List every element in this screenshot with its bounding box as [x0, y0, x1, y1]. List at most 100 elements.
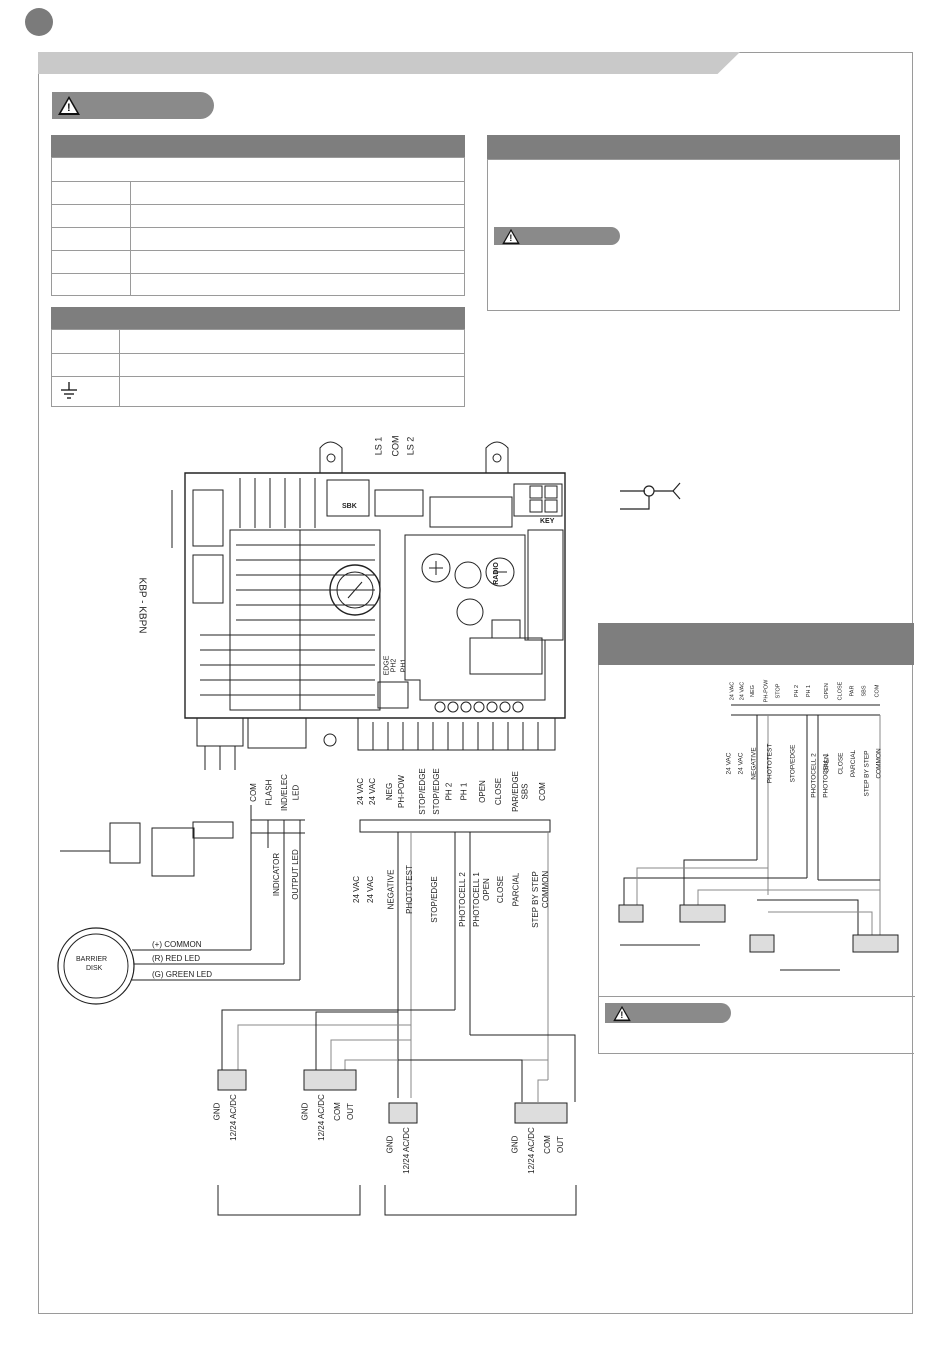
rf-negative: NEGATIVE [386, 869, 396, 910]
mini-f-10: STEP BY STEP [863, 750, 871, 797]
rt-sbs: SBS [520, 783, 530, 800]
mini-t-1: 24 VAC [739, 681, 746, 701]
device-3-labels: GND 12/24 AC/DC [385, 1127, 425, 1178]
d2-com: COM [332, 1102, 342, 1121]
wiring-panel: ! [598, 665, 915, 1054]
left-terminal-labels: COM FLASH IND/ELEC LED [248, 770, 312, 820]
warning-icon: ! [58, 96, 80, 115]
mini-t-8: CLOSE [837, 681, 844, 701]
notes-box: ! [487, 159, 900, 311]
rf-close: CLOSE [496, 875, 506, 904]
device-4-labels: GND 12/24 AC/DC COM OUT [510, 1127, 570, 1178]
mini-t-0: 24 VAC [729, 681, 736, 701]
d1-gnd: GND [212, 1102, 222, 1121]
term-com: COM [248, 783, 258, 802]
mini-t-10: SBS [861, 685, 868, 697]
term-ind-elec: IND/ELEC [279, 774, 289, 811]
table-1 [51, 157, 465, 296]
warning-icon: ! [502, 228, 520, 245]
lead-red: (R) RED LED [152, 954, 201, 963]
mini-f-3: PHOTOTEST [766, 743, 774, 784]
panel-warning-tab: ! [605, 1003, 731, 1023]
rt-24vac-1: 24 VAC [355, 778, 365, 805]
lead-common: (+) COMMON [152, 940, 202, 949]
mini-f-1: 24 VAC [737, 752, 745, 775]
rt-stop-edge-2: STOP/EDGE [431, 768, 441, 815]
output-led-label: OUTPUT LED [290, 849, 300, 900]
ground-icon [61, 382, 77, 399]
mini-f-7: OPEN [823, 754, 831, 773]
rf-24vac-2: 24 VAC [365, 876, 375, 903]
key-label: KEY [540, 518, 555, 525]
mini-f-4: STOP/EDGE [789, 744, 797, 783]
page-number-dot [25, 8, 53, 36]
ls-labels: LS 1 COM LS 2 [373, 431, 439, 471]
radio-label: RADIO [492, 562, 500, 585]
mini-f-0: 24 VAC [725, 752, 733, 775]
rf-open: OPEN [481, 878, 491, 901]
mini-t-4: STOP [775, 683, 782, 699]
disk-label: DISK [86, 965, 103, 972]
d4-com: COM [542, 1135, 552, 1154]
d2-out: OUT [345, 1103, 355, 1120]
dip-ph1-label: PH1 [400, 658, 408, 673]
rt-ph-pow: PH-POW [396, 775, 406, 808]
term-flash: FLASH [264, 779, 274, 806]
term-led: LED [291, 784, 301, 801]
rf-24vac-1: 24 VAC [351, 876, 361, 903]
notes-warning-tab: ! [494, 227, 620, 245]
ls1-label: LS 1 [373, 436, 384, 456]
d1-power: 12/24 AC/DC [228, 1094, 238, 1141]
mini-f-9: PARCIAL [850, 749, 858, 778]
wiring-panel-header [598, 623, 914, 665]
rt-neg: NEG [385, 782, 395, 801]
rt-open: OPEN [477, 780, 487, 803]
mini-function-labels: 24 VAC 24 VAC NEGATIVE PHOTOTEST STOP/ED… [718, 744, 888, 800]
mini-f-5: PHOTOCELL 2 [810, 753, 818, 798]
mini-t-3: PH-POW [763, 679, 770, 703]
section-title-bar [38, 52, 740, 74]
kbp-label: KBP - KBPN [136, 577, 148, 634]
rf-parcial: PARCIAL [511, 872, 521, 907]
rf-phototest: PHOTOTEST [404, 865, 414, 914]
d2-gnd: GND [300, 1102, 310, 1121]
lead-green: (G) GREEN LED [152, 970, 213, 979]
ls2-label: LS 2 [405, 436, 416, 456]
notes-header [487, 135, 900, 159]
d4-gnd: GND [510, 1135, 520, 1154]
warning-tab: ! [52, 92, 214, 119]
rt-ph1: PH 1 [459, 782, 469, 801]
ls-com-label: COM [390, 435, 401, 457]
mini-t-5: PH 2 [794, 684, 801, 698]
mini-f-2: NEGATIVE [750, 747, 758, 780]
d3-gnd: GND [385, 1135, 395, 1154]
rt-24vac-2: 24 VAC [367, 778, 377, 805]
d3-power: 12/24 AC/DC [401, 1127, 411, 1174]
mini-terminal-labels: 24 VAC 24 VAC NEG PH-POW STOP PH 2 PH 1 … [725, 678, 885, 706]
rf-common: COMMON [541, 870, 551, 909]
rf-photocell-2: PHOTOCELL 2 [457, 872, 467, 927]
barrier-label: BARRIER [76, 956, 108, 963]
rf-step-by-step: STEP BY STEP [530, 871, 540, 928]
d4-out: OUT [555, 1136, 565, 1153]
rt-ph2: PH 2 [444, 782, 454, 801]
table-2 [51, 329, 465, 407]
mini-t-11: COM [874, 684, 881, 698]
warning-icon: ! [613, 1005, 631, 1022]
d4-power: 12/24 AC/DC [526, 1127, 536, 1174]
mini-f-8: CLOSE [837, 752, 845, 775]
mini-t-2: NEG [749, 685, 756, 697]
rt-stop-edge-1: STOP/EDGE [417, 768, 427, 815]
rt-par-edge: PAR/EDGE [510, 771, 520, 812]
sbk-label: SBK [342, 503, 357, 510]
mini-f-11: COMMON [875, 748, 883, 779]
rf-stop-edge: STOP/EDGE [429, 876, 439, 923]
table-2-header [51, 307, 465, 329]
device-2-labels: GND 12/24 AC/DC COM OUT [300, 1094, 360, 1145]
device-1-labels: GND 12/24 AC/DC [212, 1094, 252, 1145]
rf-photocell-1: PHOTOCELL 1 [471, 872, 481, 927]
rt-close: CLOSE [494, 777, 504, 806]
dip-ph2-label: PH2 [390, 658, 398, 673]
right-terminal-labels: 24 VAC 24 VAC NEG PH-POW STOP/EDGE STOP/… [355, 765, 555, 820]
